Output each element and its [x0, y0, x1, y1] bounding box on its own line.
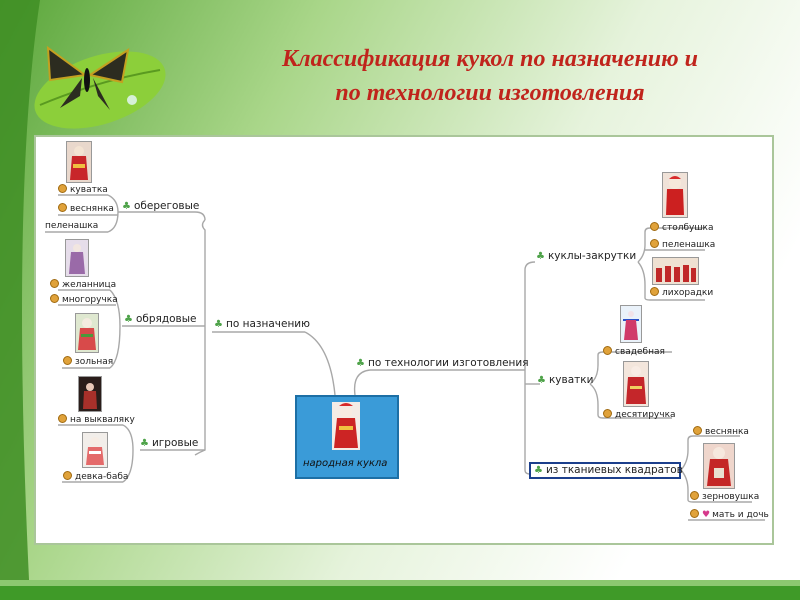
expand-icon: ♣ — [122, 201, 131, 212]
doll-image-svadebnaya — [620, 305, 642, 343]
doll-image-stolbushka — [662, 172, 688, 218]
leaf-stolbushka[interactable]: столбушка — [650, 222, 714, 234]
expand-icon: ♣ — [356, 358, 365, 369]
doll-image-na-vykvalyaku — [78, 376, 102, 412]
leaf-desyatiruchka[interactable]: десятиручка — [603, 409, 676, 421]
bullet-icon — [603, 346, 612, 355]
doll-image-likhoradki — [652, 257, 699, 285]
doll-image-zhelannitsa — [65, 239, 89, 277]
leaf-pelenashka-2[interactable]: пеленашка — [650, 239, 715, 251]
expand-icon: ♣ — [214, 319, 223, 330]
doll-image-desyatiruchka — [623, 361, 649, 407]
category-iz-tkanevykh-kvadratov[interactable]: ♣из тканиевых квадратов — [534, 465, 683, 476]
leaf-zernovushka[interactable]: зерновушка — [690, 491, 759, 503]
root-doll-image — [332, 402, 360, 450]
doll-image-mat-i-doch — [703, 443, 735, 489]
heart-icon: ♥ — [702, 510, 710, 520]
leaf-devka-baba[interactable]: девка-баба — [63, 471, 128, 483]
expand-icon: ♣ — [536, 251, 545, 262]
bullet-icon — [650, 287, 659, 296]
bullet-icon — [650, 239, 659, 248]
bullet-icon — [58, 203, 67, 212]
leaf-kuvatka[interactable]: куватка — [58, 184, 108, 196]
expand-icon: ♣ — [537, 375, 546, 386]
bullet-icon — [690, 491, 699, 500]
bullet-icon — [50, 279, 59, 288]
bullet-icon — [603, 409, 612, 418]
bullet-icon — [63, 356, 72, 365]
expand-icon: ♣ — [124, 314, 133, 325]
bullet-icon — [63, 471, 72, 480]
leaf-svadebnaya[interactable]: свадебная — [603, 346, 665, 358]
category-oberegovye[interactable]: ♣обереговые — [122, 201, 199, 212]
bullet-icon — [50, 294, 59, 303]
leaf-zhelannitsa[interactable]: желанница — [50, 279, 116, 291]
category-kukly-zakrutki[interactable]: ♣куклы-закрутки — [536, 251, 636, 262]
leaf-vesnyanka-2[interactable]: веснянка — [693, 426, 749, 438]
branch-po-naznacheniyu[interactable]: ♣по назначению — [214, 319, 310, 330]
category-kuvatki[interactable]: ♣куватки — [537, 375, 593, 386]
bullet-icon — [690, 509, 699, 518]
root-node-label: народная кукла — [303, 458, 387, 469]
leaf-vesnyanka[interactable]: веснянка — [58, 203, 114, 215]
category-obryadovye[interactable]: ♣обрядовые — [124, 314, 196, 325]
doll-image-kuvatka — [66, 141, 92, 183]
leaf-pelenashka[interactable]: пеленашка — [45, 221, 98, 232]
leaf-zolnaya[interactable]: зольная — [63, 356, 113, 368]
leaf-likhoradki[interactable]: лихорадки — [650, 287, 713, 299]
bullet-icon — [58, 414, 67, 423]
branch-po-tekhnologii[interactable]: ♣по технологии изготовления — [356, 358, 529, 369]
bullet-icon — [58, 184, 67, 193]
leaf-na-vykvalyaku[interactable]: на выкваляку — [58, 414, 135, 426]
doll-image-zolnaya — [75, 313, 99, 353]
leaf-mnogoruchka[interactable]: многоручка — [50, 294, 118, 306]
category-igrovye[interactable]: ♣игровые — [140, 438, 198, 449]
expand-icon: ♣ — [534, 465, 543, 476]
expand-icon: ♣ — [140, 438, 149, 449]
bullet-icon — [650, 222, 659, 231]
leaf-mat-i-doch[interactable]: ♥мать и дочь — [690, 509, 769, 521]
doll-image-devka-baba — [82, 432, 108, 468]
bullet-icon — [693, 426, 702, 435]
